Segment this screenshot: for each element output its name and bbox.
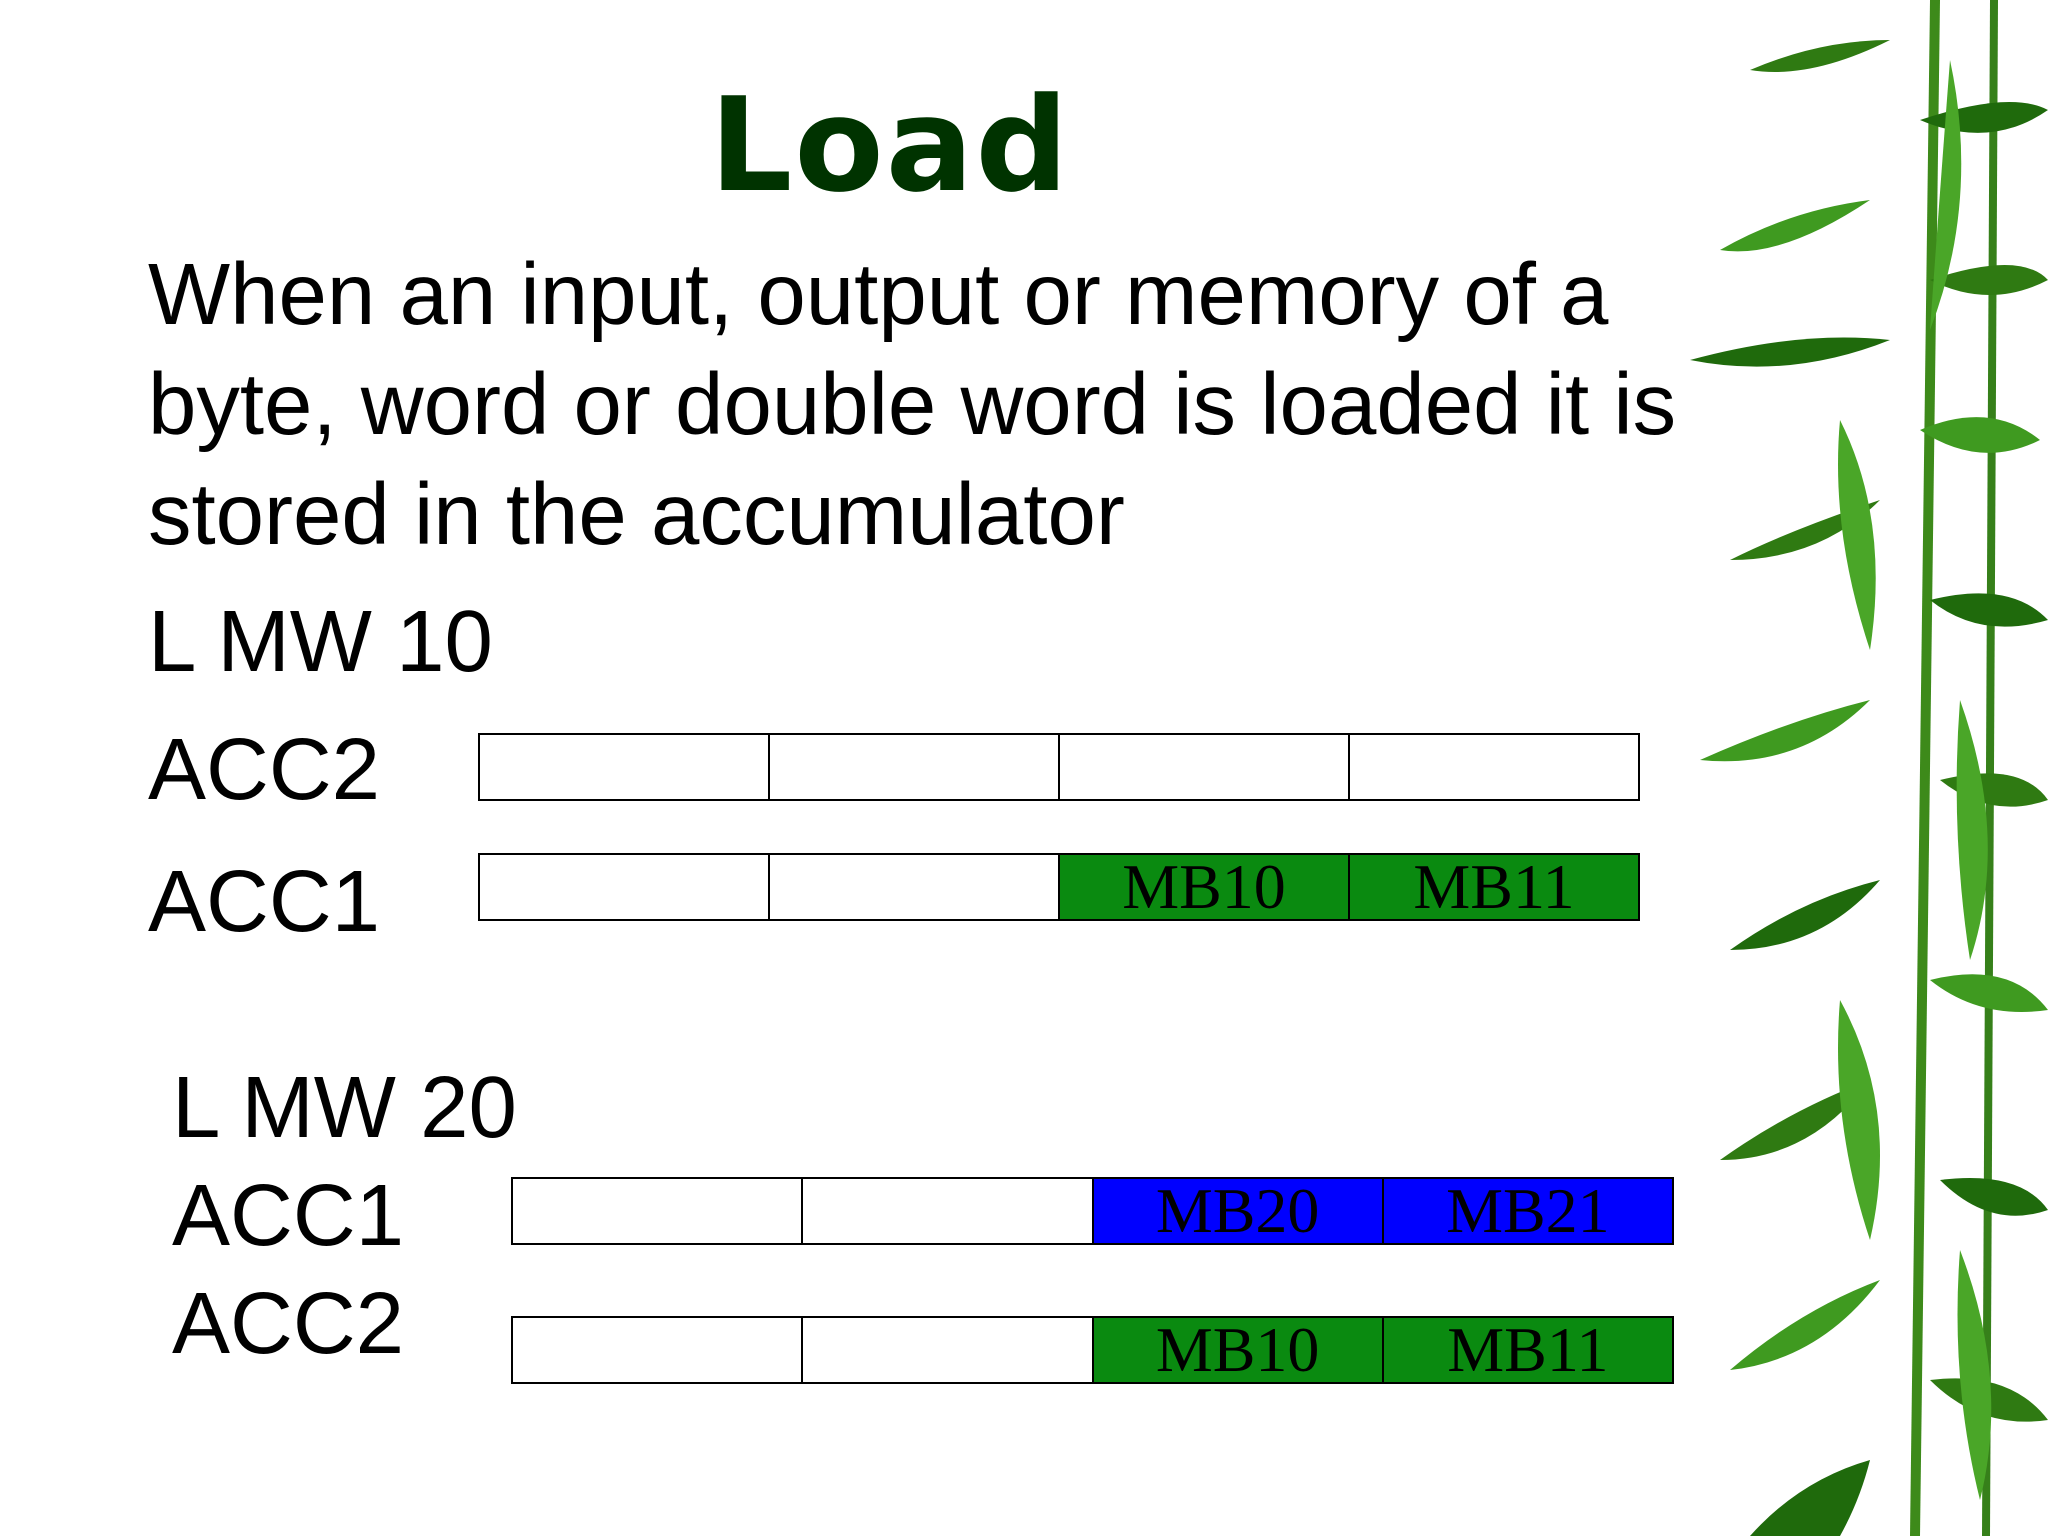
acc1-label-2: ACC1: [172, 1167, 405, 1264]
register-cell: [480, 735, 770, 799]
register-cell-mb21: MB21: [1383, 1179, 1672, 1243]
bamboo-leaves-icon: [1690, 0, 2048, 1536]
instruction-label-2: L MW 20: [172, 1059, 517, 1156]
slide-body-text: When an input, output or memory of a byt…: [148, 246, 1677, 563]
register-cell: [1350, 735, 1638, 799]
acc1-register-1: MB10 MB11: [478, 853, 1640, 921]
register-cell-mb20: MB20: [1093, 1179, 1384, 1243]
register-cell: [480, 855, 770, 919]
acc1-register-2: MB20 MB21: [511, 1177, 1674, 1245]
register-cell: [1060, 735, 1350, 799]
slide-title: Load: [709, 69, 1071, 221]
register-cell-mb11: MB11: [1383, 1318, 1672, 1382]
register-cell-mb10: MB10: [1093, 1318, 1384, 1382]
register-cell-mb11: MB11: [1350, 855, 1638, 919]
register-cell: [803, 1318, 1094, 1382]
register-cell: [770, 735, 1060, 799]
acc1-label-1: ACC1: [148, 853, 381, 950]
acc2-register-1: [478, 733, 1640, 801]
register-cell: [770, 855, 1060, 919]
instruction-label-1: L MW 10: [148, 593, 493, 690]
acc2-label-1: ACC2: [148, 721, 381, 818]
acc2-register-2: MB10 MB11: [511, 1316, 1674, 1384]
acc2-label-2: ACC2: [172, 1275, 405, 1372]
register-cell: [513, 1179, 804, 1243]
register-cell: [803, 1179, 1094, 1243]
register-cell: [513, 1318, 804, 1382]
register-cell-mb10: MB10: [1060, 855, 1350, 919]
